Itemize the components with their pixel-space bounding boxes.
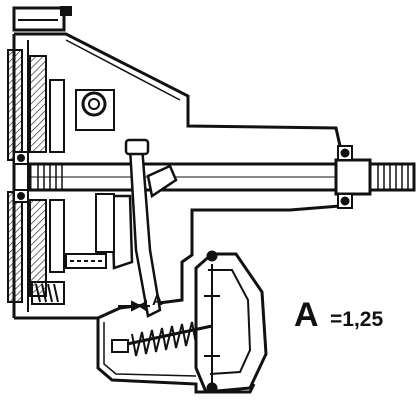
output-bearings (337, 145, 353, 209)
input-shaft-splines (37, 164, 63, 190)
splined-output-shaft (368, 162, 416, 192)
spec-letter-label: A (294, 296, 319, 334)
spec-value-label: =1,25 (330, 308, 383, 331)
slave-cylinder-housing (96, 318, 256, 394)
top-boss (12, 6, 72, 32)
gap-marker-label: A (152, 292, 163, 309)
gap-dimension-arrows (118, 300, 150, 312)
main-shaft (28, 158, 372, 196)
servo-diaphragm-unit (194, 250, 268, 394)
upper-bearing-boss (75, 89, 115, 131)
return-spring-left (31, 281, 65, 305)
input-bearings (13, 151, 29, 203)
release-bearing (65, 193, 115, 269)
